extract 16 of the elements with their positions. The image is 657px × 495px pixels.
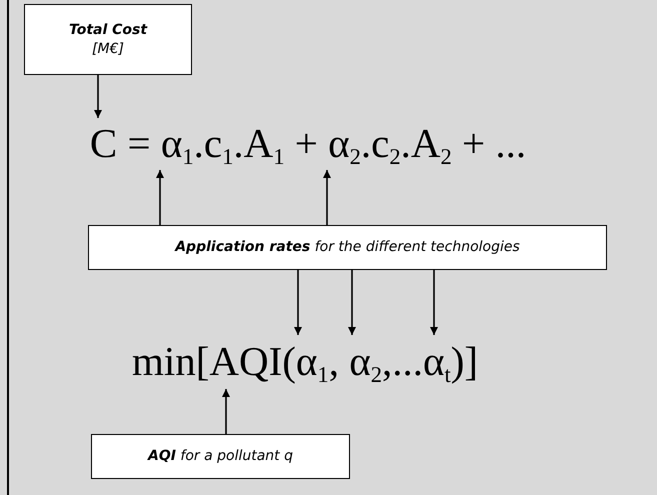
unit-label: [M€] (92, 40, 124, 58)
arrow (294, 270, 302, 335)
box-text: AQI for a pollutant q (148, 447, 293, 466)
box-title: Total Cost (68, 20, 148, 40)
box-text: Application rates for the different technologies (175, 238, 520, 257)
arrow (348, 270, 356, 335)
text-box (91, 434, 350, 479)
cost-formula: C = α$_{1}$.c$_{1}$.A$_{1}$ + α$_{2}$.c$_{2}$.A$_{2}$ + ... (90, 118, 526, 170)
objective-formula: min[AQI(α$_{1}$, α$_{2}$,...α$_{t}$)] (132, 336, 478, 388)
arrow (323, 170, 331, 225)
arrow (156, 170, 164, 225)
text-box (24, 4, 192, 75)
text-box (88, 225, 607, 270)
arrow (94, 75, 102, 118)
arrow (430, 270, 438, 335)
arrow (222, 389, 230, 434)
